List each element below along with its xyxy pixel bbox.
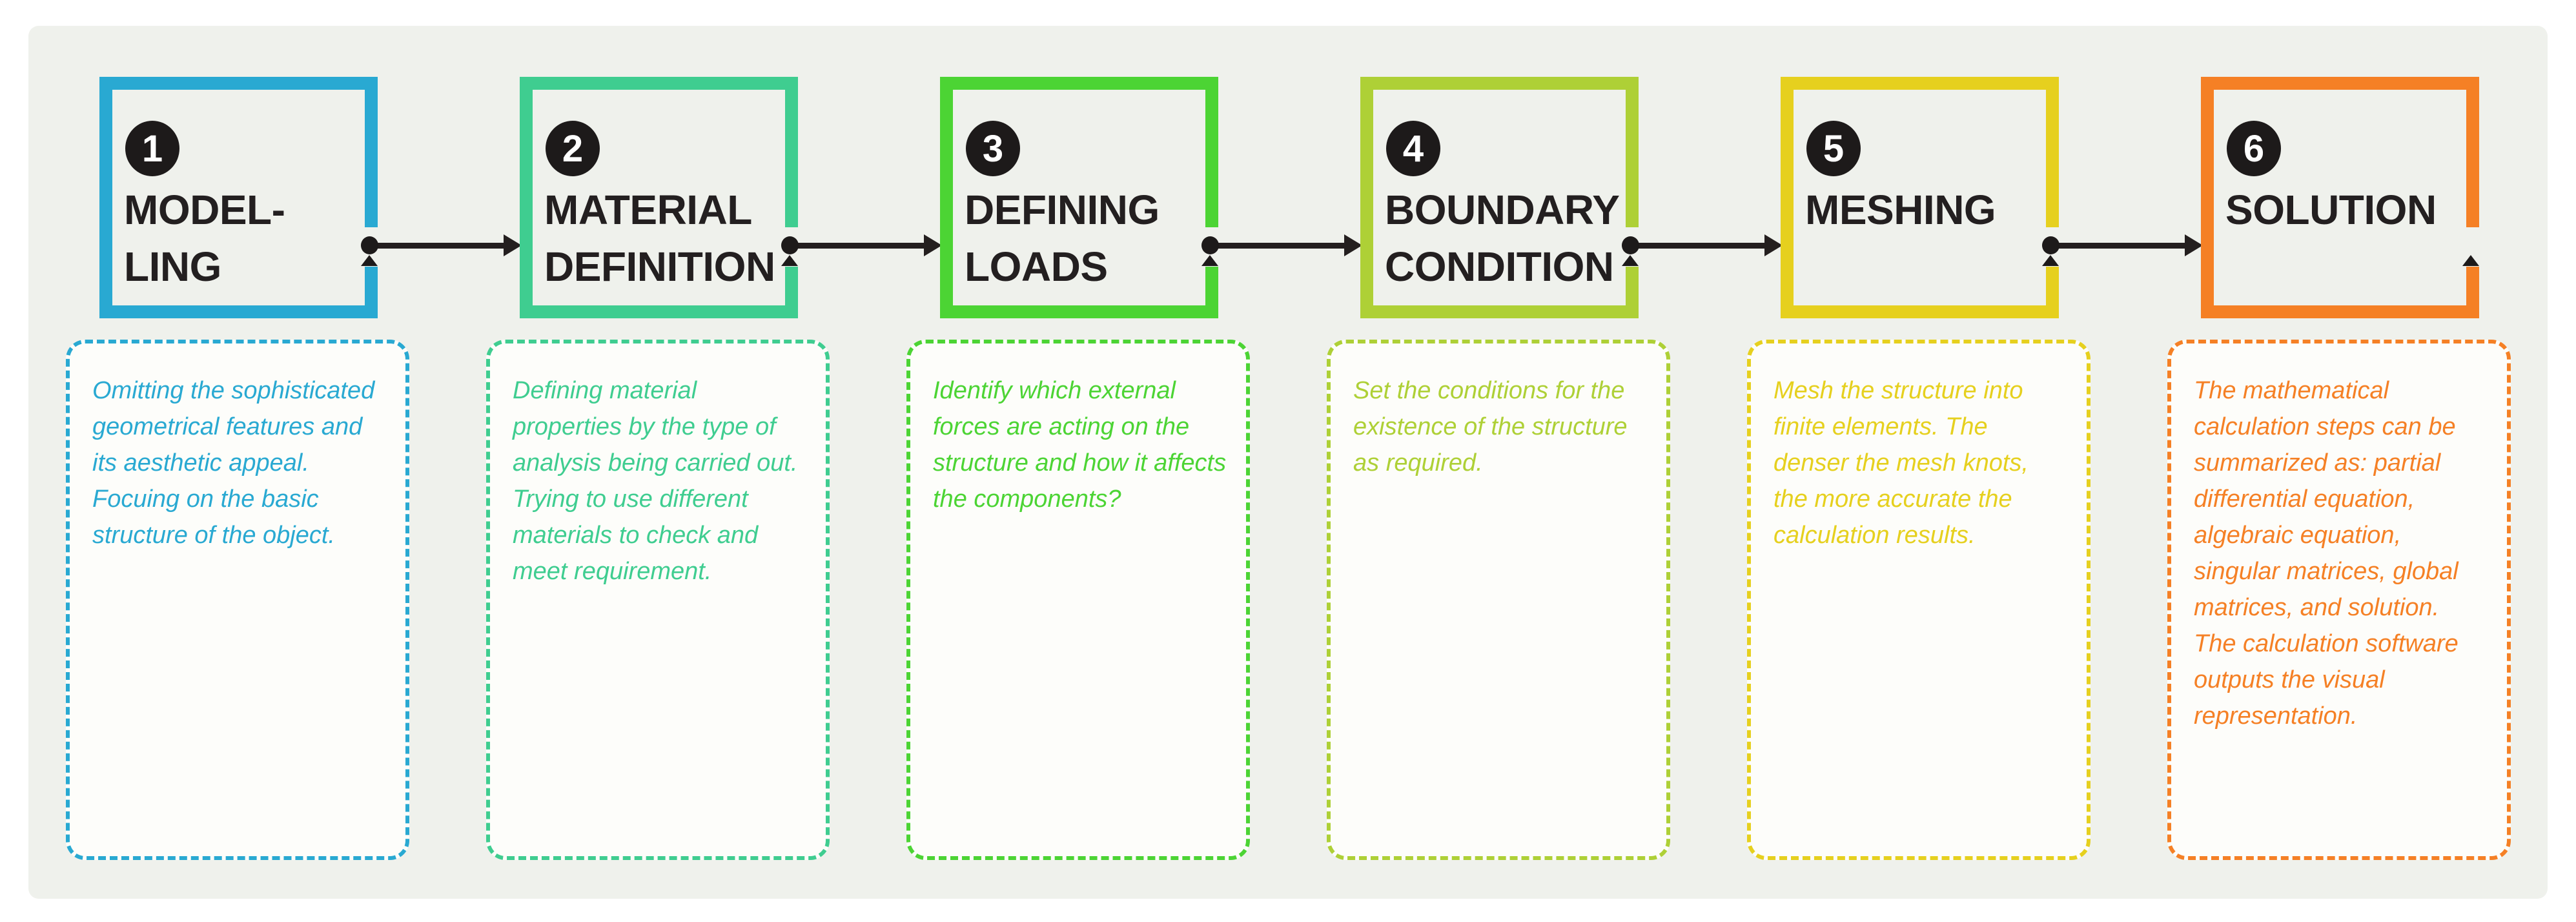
up-arrowhead-icon — [2462, 255, 2479, 266]
step-box: 2 MATERIAL DEFINITION — [520, 77, 798, 318]
step-description: Omitting the sophisticated geometrical f… — [92, 377, 375, 549]
up-arrowhead-icon — [1201, 255, 1218, 266]
up-arrowhead-icon — [2042, 255, 2059, 266]
step-description: The mathematical calculation steps can b… — [2194, 377, 2458, 730]
title-line: BOUNDARY — [1385, 187, 1620, 233]
arrowhead-icon — [924, 234, 942, 256]
step-column: 5 MESHING Mesh the structure into finite… — [1747, 0, 2203, 922]
step-title: MODEL- LING — [124, 181, 285, 295]
step-number: 5 — [1823, 127, 1845, 170]
step-box: 1 MODEL- LING — [99, 77, 378, 318]
arrow-line — [790, 243, 926, 249]
step-description: Identify which external forces are actin… — [933, 377, 1227, 513]
flow-arrow — [1630, 234, 1783, 256]
up-arrowhead-icon — [361, 255, 378, 266]
step-description-box: The mathematical calculation steps can b… — [2167, 340, 2511, 860]
arrowhead-icon — [1764, 234, 1783, 256]
step-number-badge: 6 — [2227, 121, 2281, 176]
step-box: 3 DEFINING LOADS — [940, 77, 1218, 318]
step-box: 6 SOLUTION — [2201, 77, 2479, 318]
connector-dot-icon — [1622, 236, 1639, 254]
step-title: DEFINING LOADS — [965, 181, 1160, 295]
step-title: BOUNDARY CONDITION — [1385, 181, 1620, 295]
arrow-line — [1630, 243, 1767, 249]
connector-dot-icon — [2042, 236, 2060, 254]
step-number: 4 — [1402, 127, 1424, 170]
step-column: 1 MODEL- LING Omitting the sophisticated… — [66, 0, 522, 922]
title-line: LING — [124, 243, 221, 290]
step-description-box: Defining material properties by the type… — [486, 340, 830, 860]
title-line: DEFINITION — [544, 243, 775, 290]
step-title: SOLUTION — [2225, 181, 2437, 238]
title-line: MODEL- — [124, 187, 285, 233]
step-description-box: Mesh the structure into finite elements.… — [1747, 340, 2090, 860]
title-line: LOADS — [965, 243, 1108, 290]
step-number: 1 — [141, 127, 163, 170]
flow-arrow — [2050, 234, 2203, 256]
step-description: Mesh the structure into finite elements.… — [1774, 377, 2029, 549]
step-description: Defining material properties by the type… — [513, 377, 798, 585]
step-description-box: Identify which external forces are actin… — [906, 340, 1250, 860]
flow-arrow — [1210, 234, 1362, 256]
step-number-badge: 3 — [966, 121, 1020, 176]
step-title: MATERIAL DEFINITION — [544, 181, 775, 295]
step-description: Set the conditions for the existence of … — [1353, 377, 1628, 476]
up-arrowhead-icon — [1622, 255, 1639, 266]
title-line: MESHING — [1805, 187, 1996, 233]
step-box: 5 MESHING — [1781, 77, 2059, 318]
title-line: SOLUTION — [2225, 187, 2437, 233]
step-number-badge: 5 — [1806, 121, 1861, 176]
step-number: 6 — [2243, 127, 2265, 170]
arrow-line — [369, 243, 506, 249]
title-line: MATERIAL — [544, 187, 752, 233]
flow-arrow — [790, 234, 942, 256]
up-arrowhead-icon — [781, 255, 798, 266]
arrowhead-icon — [1344, 234, 1362, 256]
step-description-box: Set the conditions for the existence of … — [1327, 340, 1670, 860]
arrow-line — [2050, 243, 2187, 249]
step-column: 6 SOLUTION The mathematical calculation … — [2167, 0, 2576, 922]
step-column: 2 MATERIAL DEFINITION Defining material … — [486, 0, 942, 922]
connector-dot-icon — [1201, 236, 1219, 254]
step-number-badge: 2 — [546, 121, 600, 176]
arrowhead-icon — [2185, 234, 2203, 256]
step-number-badge: 4 — [1386, 121, 1440, 176]
step-title: MESHING — [1805, 181, 1996, 238]
connector-dot-icon — [781, 236, 799, 254]
step-number: 2 — [562, 127, 584, 170]
arrow-line — [1210, 243, 1347, 249]
title-line: DEFINING — [965, 187, 1160, 233]
step-number: 3 — [982, 127, 1004, 170]
title-line: CONDITION — [1385, 243, 1614, 290]
connector-dot-icon — [361, 236, 378, 254]
arrowhead-icon — [504, 234, 522, 256]
step-box: 4 BOUNDARY CONDITION — [1360, 77, 1639, 318]
flow-arrow — [369, 234, 522, 256]
step-description-box: Omitting the sophisticated geometrical f… — [66, 340, 409, 860]
step-column: 4 BOUNDARY CONDITION Set the conditions … — [1327, 0, 1783, 922]
step-column: 3 DEFINING LOADS Identify which external… — [906, 0, 1362, 922]
diagram-panel — [28, 26, 2548, 899]
step-number-badge: 1 — [125, 121, 179, 176]
